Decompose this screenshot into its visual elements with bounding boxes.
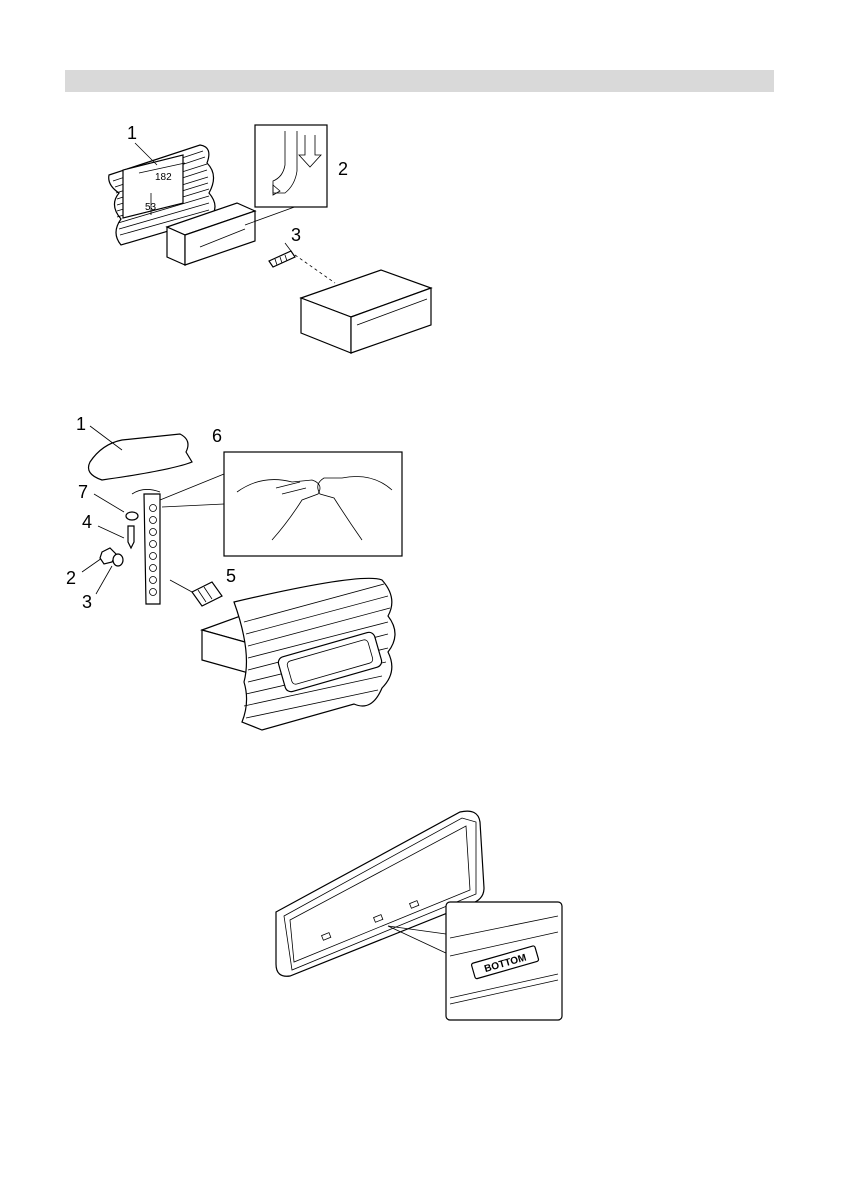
mounting-strap [132,489,160,604]
pin-5 [192,582,222,606]
figure-3-front-panel-diagram: BOTTOM [270,808,570,1024]
radio-unit-box [301,270,431,353]
dashboard-top-piece [89,434,193,480]
inset-tab-bend [255,125,327,207]
washer-7 [126,512,138,520]
dim-height-label: 53 [145,202,157,213]
screw-4 [128,526,134,548]
dim-width-label: 182 [155,172,172,183]
inset-hands [224,452,402,556]
label-4: 4 [82,512,92,532]
threaded-pin [269,243,335,283]
label-3: 3 [82,592,92,612]
label-2: 2 [66,568,76,588]
label-7: 7 [78,482,88,502]
radio-unit-in-dashboard [202,578,395,730]
label-3: 3 [291,225,301,245]
figure-2-bracket-diagram: 1 6 7 4 2 3 5 [62,412,412,742]
label-1: 1 [127,123,137,143]
figure-1-installation-diagram: 182 53 1 2 3 [95,115,445,360]
washer-3 [113,554,123,566]
label-6: 6 [212,426,222,446]
page-header-bar [65,70,774,92]
bottom-label-inset: BOTTOM [446,902,562,1020]
label-1: 1 [76,414,86,434]
label-2: 2 [338,159,348,179]
label-5: 5 [226,566,236,586]
